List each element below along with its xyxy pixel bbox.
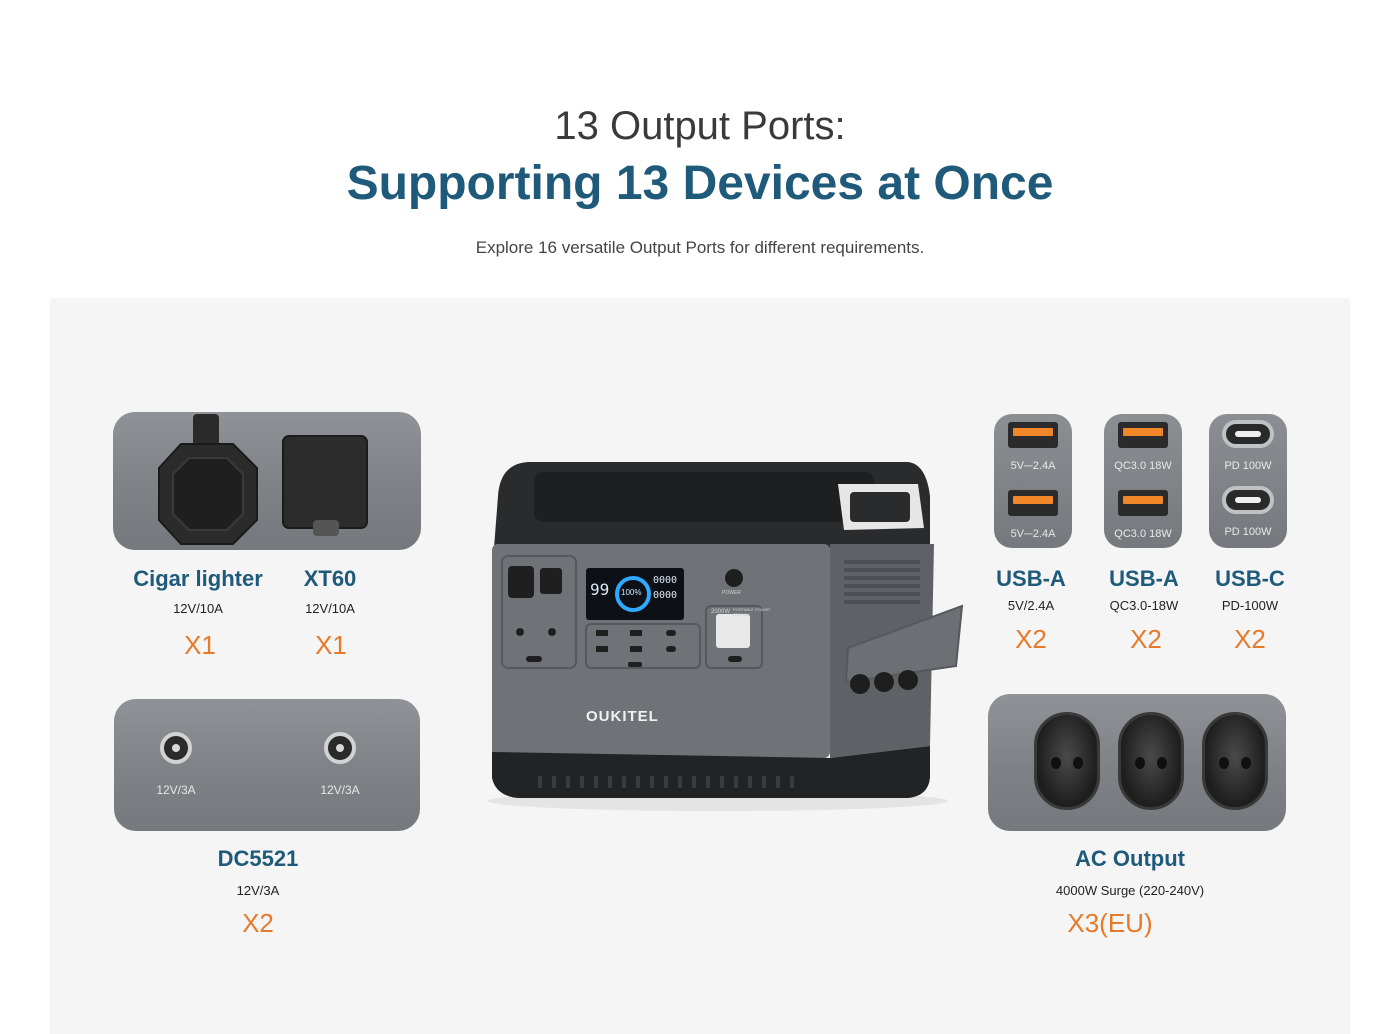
usb-a-tile-label: 5V⎓2.4A	[1010, 528, 1056, 540]
power-button-label: POWER	[722, 590, 741, 596]
cigar-lighter-qty: X1	[184, 630, 216, 660]
page-title-line2: Supporting 13 Devices at Once	[346, 157, 1054, 210]
usb-c-port-icon	[1222, 420, 1274, 448]
usb-c-spec: PD-100W	[1221, 598, 1279, 613]
dc5521-tile: 12V/3A 12V/3A	[114, 699, 420, 831]
ac-output-tile	[988, 694, 1286, 831]
model-label: 2000W	[711, 609, 731, 615]
eu-socket-icon	[1034, 712, 1100, 810]
display-percent: 100%	[621, 588, 642, 597]
usb-a-5v-name: USB-A	[996, 566, 1066, 591]
page-subtitle: Explore 16 versatile Output Ports for di…	[475, 238, 925, 257]
eu-socket-icon	[1118, 712, 1184, 810]
ac-output-qty: X3(EU)	[1067, 908, 1153, 938]
usb-a-port-icon	[1008, 422, 1058, 448]
usb-a-qc-spec: QC3.0-18W	[1109, 598, 1179, 613]
usb-a-qc-qty: X2	[1130, 624, 1162, 654]
usb-c-tile-label: PD 100W	[1224, 526, 1272, 538]
ports-panel: Cigar lighter 12V/10A X1 XT60 12V/10A X1…	[50, 298, 1350, 1034]
usb-c-port-icon	[1222, 486, 1274, 514]
usb-a-qc-tile-label: QC3.0 18W	[1114, 528, 1172, 540]
usb-a-port-icon	[1118, 490, 1168, 516]
usb-c-tile-label: PD 100W	[1224, 460, 1272, 472]
usb-a-qc-tile-label: QC3.0 18W	[1114, 460, 1172, 472]
usb-a-tile-label: 5V⎓2.4A	[1010, 460, 1056, 472]
power-station-image	[488, 462, 964, 811]
dc5521-spec: 12V/3A	[236, 883, 280, 898]
usb-c-tile: PD 100W PD 100W	[1209, 414, 1287, 548]
cigar-lighter-port-icon	[158, 414, 258, 545]
ac-output-name: AC Output	[1075, 846, 1185, 871]
usb-a-port-icon	[1008, 490, 1058, 516]
cigar-xt60-tile	[113, 412, 421, 550]
cigar-lighter-spec: 12V/10A	[173, 601, 223, 616]
xt60-spec: 12V/10A	[305, 601, 355, 616]
dc-jack-label: 12V/3A	[156, 783, 196, 797]
dc-jack-icon	[160, 732, 192, 764]
product-type-label: PORTABLE POWER STATION	[733, 607, 771, 617]
xt60-port-icon	[282, 435, 368, 536]
product-brand: OUKITEL	[586, 708, 659, 725]
dc5521-name: DC5521	[217, 846, 299, 871]
usb-a-qc-name: USB-A	[1109, 566, 1179, 591]
cigar-lighter-name: Cigar lighter	[133, 566, 263, 591]
dc5521-qty: X2	[242, 908, 274, 938]
dc-jack-label: 12V/3A	[320, 783, 360, 797]
usb-c-name: USB-C	[1215, 566, 1285, 591]
xt60-name: XT60	[303, 566, 357, 591]
display-output: 0000	[653, 590, 678, 601]
usb-a-5v-tile: 5V⎓2.4A 5V⎓2.4A	[994, 414, 1072, 548]
usb-a-qc-tile: QC3.0 18W QC3.0 18W	[1104, 414, 1182, 548]
ac-output-spec: 4000W Surge (220-240V)	[1055, 883, 1205, 898]
display-input: 0000	[653, 575, 678, 586]
usb-c-qty: X2	[1234, 624, 1266, 654]
dc-jack-icon	[324, 732, 356, 764]
usb-a-5v-qty: X2	[1015, 624, 1047, 654]
eu-socket-icon	[1202, 712, 1268, 810]
usb-a-5v-spec: 5V/2.4A	[1007, 598, 1055, 613]
usb-a-port-icon	[1118, 422, 1168, 448]
page-title-line1: 13 Output Ports:	[554, 104, 846, 148]
display-battery: 99	[590, 580, 610, 599]
xt60-qty: X1	[315, 630, 347, 660]
